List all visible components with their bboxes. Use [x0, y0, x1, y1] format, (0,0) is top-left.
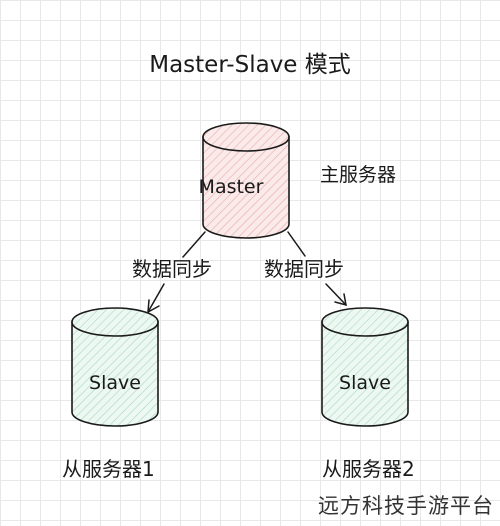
slave2-cylinder — [321, 307, 409, 427]
slave2-node-label: Slave — [339, 372, 391, 394]
slave1-node-label: Slave — [89, 372, 141, 394]
master-role-label: 主服务器 — [320, 164, 397, 186]
diagram-title: Master-Slave 模式 — [149, 52, 351, 78]
edge-label-right: 数据同步 — [264, 257, 344, 281]
arrow-master-to-slave1 — [147, 231, 206, 314]
slave1-role-label: 从服务器1 — [62, 457, 155, 481]
edge-label-left: 数据同步 — [132, 257, 212, 281]
slave1-cylinder — [71, 307, 159, 427]
slave2-role-label: 从服务器2 — [322, 457, 415, 481]
watermark-text: 远方科技手游平台 — [318, 494, 494, 518]
arrow-master-to-slave2 — [287, 231, 347, 307]
master-node-label: Master — [198, 176, 264, 198]
master-cylinder — [202, 122, 290, 239]
